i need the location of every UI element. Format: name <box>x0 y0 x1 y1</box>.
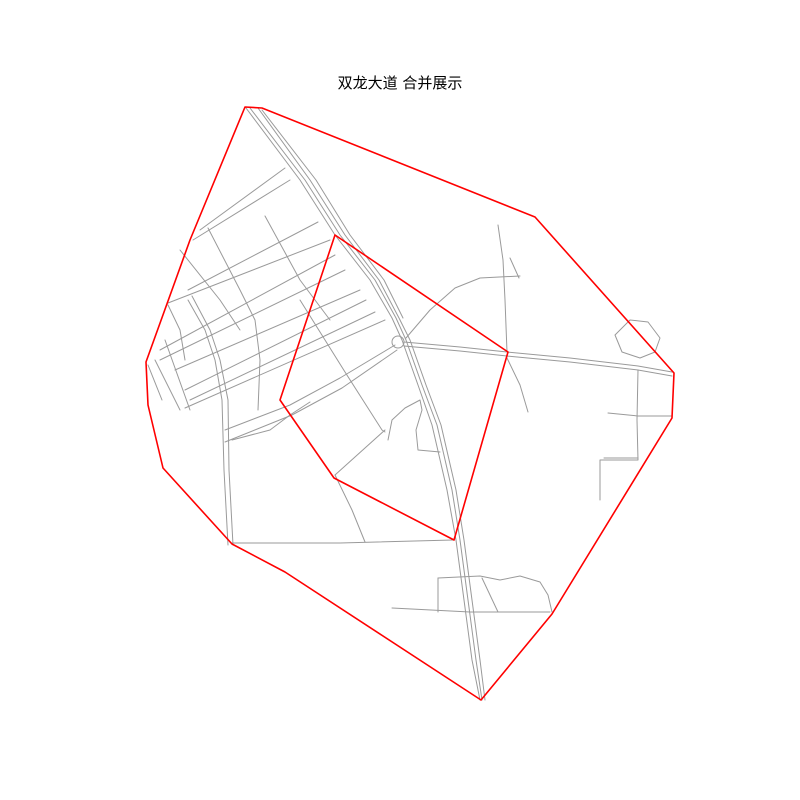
east-vertical <box>599 369 639 501</box>
east-road-3 <box>405 275 521 339</box>
north-spur <box>509 257 520 279</box>
east-loop <box>614 319 661 359</box>
south-road-5 <box>481 577 499 613</box>
north-road <box>497 224 508 353</box>
east-road-2 <box>403 345 673 377</box>
grid-road-12 <box>207 227 261 411</box>
road-network <box>147 107 673 701</box>
central-road-6 <box>334 474 366 543</box>
grid-road-16 <box>154 359 181 411</box>
south-road-1 <box>231 539 454 544</box>
central-road-1 <box>224 344 396 431</box>
grid-road-10 <box>184 319 386 409</box>
grid-road-1 <box>199 167 286 231</box>
map-title: 双龙大道 合并展示 <box>337 74 463 92</box>
inner-boundary <box>279 234 509 541</box>
east-horizontal <box>607 412 673 417</box>
south-spur <box>506 357 529 413</box>
central-road-4 <box>299 299 386 433</box>
main-road-2 <box>249 107 483 701</box>
grid-road-3 <box>187 221 319 291</box>
outer-boundary <box>145 106 675 701</box>
central-road-2 <box>224 349 398 443</box>
main-road-4 <box>261 109 404 319</box>
main-road-3 <box>257 107 486 701</box>
central-loop <box>387 399 441 453</box>
grid-road-4 <box>167 239 331 304</box>
south-road-2 <box>391 607 551 613</box>
grid-road-14 <box>167 304 186 361</box>
grid-road-11 <box>179 249 241 331</box>
grid-road-2 <box>192 179 291 241</box>
grid-road-13 <box>264 215 331 321</box>
central-road-5 <box>334 429 386 476</box>
grid-road-15 <box>147 364 163 401</box>
east-road-1 <box>403 341 673 373</box>
grid-road-17 <box>164 339 191 411</box>
central-road-3 <box>231 401 311 441</box>
boundary-polygons <box>145 106 675 701</box>
grid-road-19 <box>191 295 234 546</box>
grid-road-9 <box>189 311 376 401</box>
grid-road-18 <box>187 299 229 546</box>
grid-road-7 <box>174 289 361 371</box>
grid-road-5 <box>159 254 336 351</box>
grid-road-8 <box>184 299 367 391</box>
south-road-4 <box>437 575 553 613</box>
